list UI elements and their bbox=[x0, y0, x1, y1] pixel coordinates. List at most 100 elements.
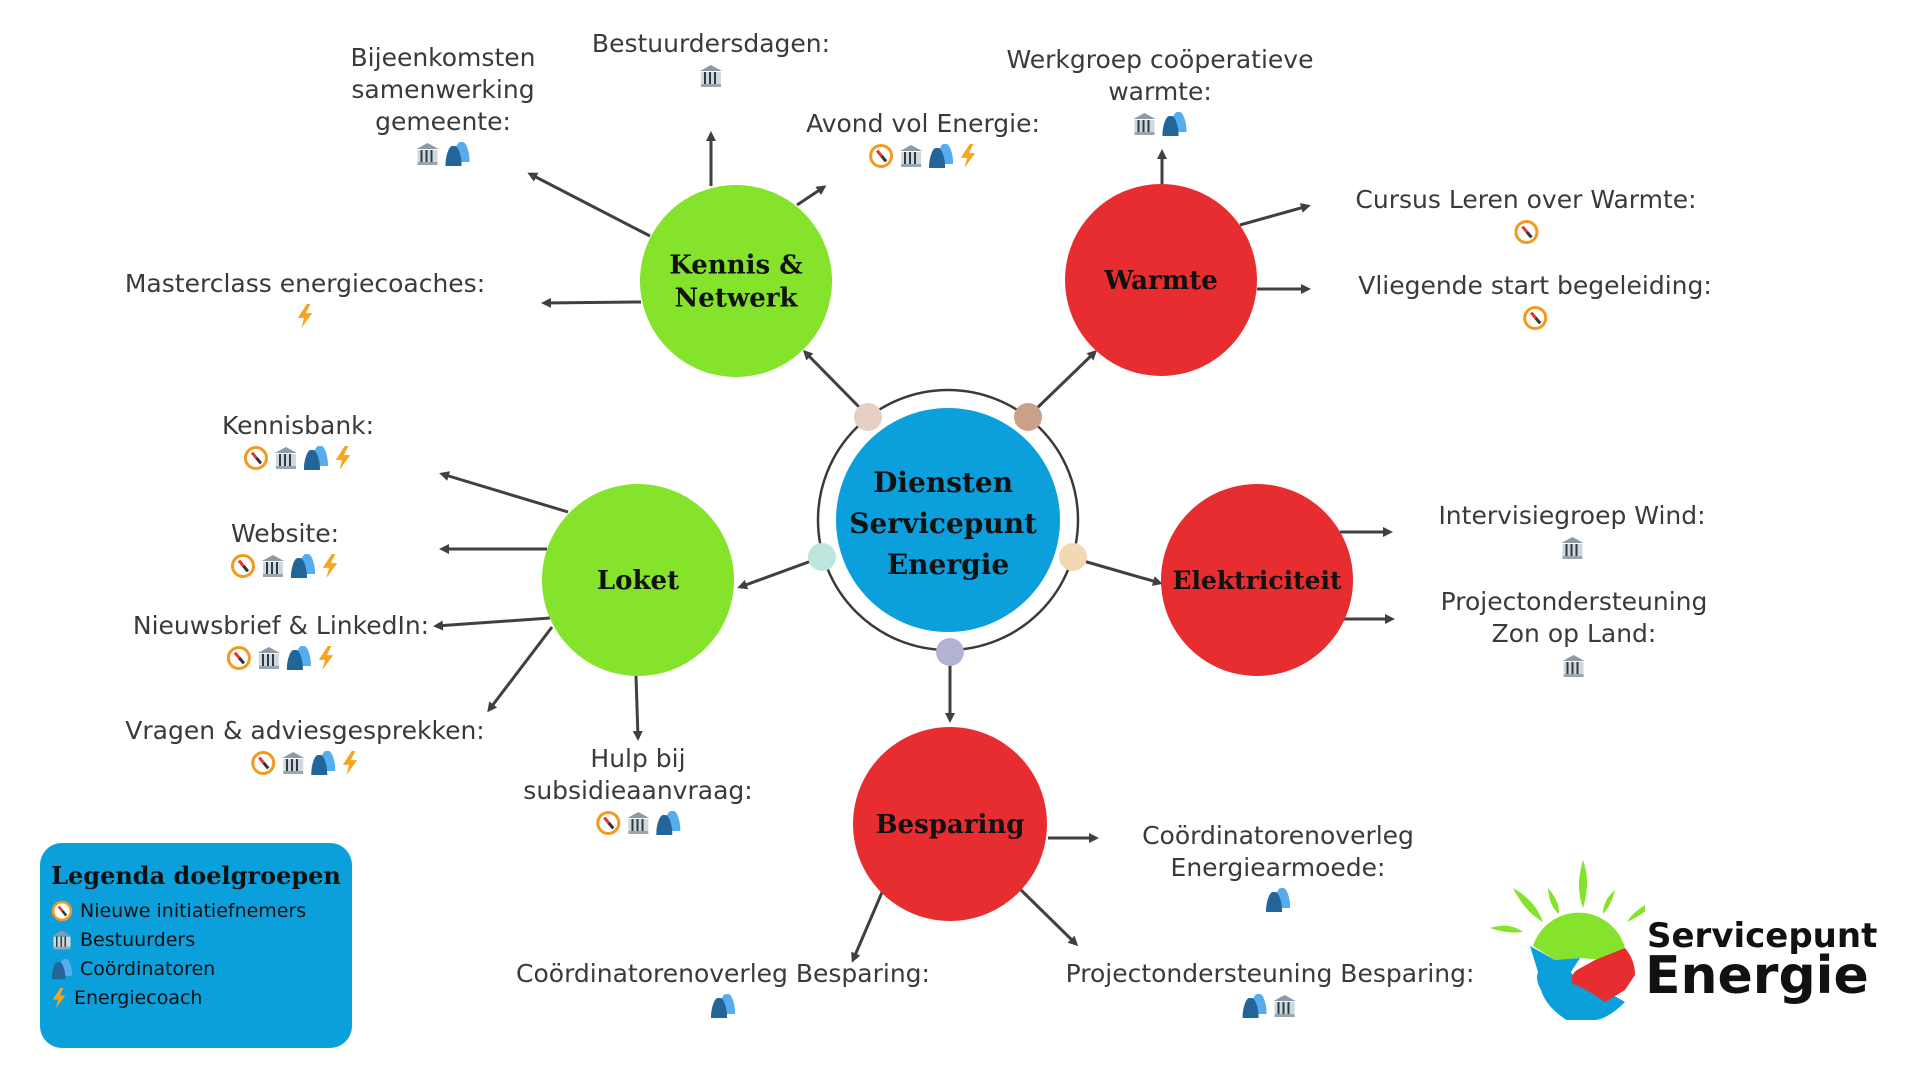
service-item[interactable]: Coördinatorenoverleg Besparing: bbox=[516, 958, 930, 1019]
legend-entry-label: Nieuwe initiatiefnemers bbox=[80, 899, 307, 922]
target-group-icons bbox=[1142, 887, 1414, 913]
logo-text-energie: Energie bbox=[1645, 946, 1869, 1006]
legend-entry-label: Energiecoach bbox=[74, 986, 203, 1009]
dot-kennis bbox=[854, 403, 882, 431]
arrow-connector bbox=[433, 616, 551, 631]
center-hub: Diensten Servicepunt Energie bbox=[816, 388, 1080, 652]
connector-lines bbox=[433, 131, 1395, 963]
center-label: Diensten Servicepunt Energie bbox=[849, 466, 1047, 581]
people-icon bbox=[1242, 994, 1267, 1018]
handshake-sun-icon bbox=[1490, 860, 1645, 1020]
node-circle-warmte[interactable] bbox=[1065, 184, 1257, 376]
legend-panel: Legenda doelgroepen Nieuwe initiatiefnem… bbox=[40, 843, 352, 1048]
service-item-title: Bestuurdersdagen: bbox=[591, 29, 831, 58]
arrow-connector bbox=[439, 471, 569, 514]
bank-icon bbox=[1273, 994, 1297, 1018]
target-group-icons bbox=[1066, 993, 1475, 1019]
dot-elektriciteit bbox=[1059, 543, 1087, 571]
node-label-line: Loket bbox=[597, 566, 679, 596]
center-circle[interactable] bbox=[836, 408, 1060, 632]
service-item-title: Coördinatorenoverleg bbox=[1142, 821, 1414, 850]
node-loket[interactable]: Loket bbox=[542, 484, 734, 676]
service-item-title: Vliegende start begeleiding: bbox=[1358, 271, 1712, 300]
dot-loket bbox=[808, 543, 836, 571]
target-group-icons bbox=[1355, 219, 1696, 245]
bolt-icon bbox=[341, 751, 359, 775]
arrow-connector bbox=[1239, 203, 1311, 227]
node-warmte[interactable]: Warmte bbox=[1065, 184, 1257, 376]
node-elektriciteit[interactable]: Elektriciteit bbox=[1161, 484, 1353, 676]
bank-icon bbox=[1133, 112, 1157, 136]
arrow-connector bbox=[1033, 349, 1098, 412]
bank-icon bbox=[899, 144, 923, 168]
bank-icon bbox=[626, 811, 650, 835]
arrow-connector bbox=[796, 185, 827, 207]
legend-entry-label: Coördinatoren bbox=[80, 957, 216, 980]
target-group-icons bbox=[231, 553, 339, 579]
bank-icon bbox=[52, 929, 72, 949]
compass-icon bbox=[231, 554, 255, 578]
bolt-icon bbox=[296, 304, 314, 328]
target-group-icons bbox=[125, 303, 485, 329]
node-label-line: Warmte bbox=[1103, 266, 1218, 296]
logo-text-servicepunt: Servicepunt bbox=[1647, 916, 1878, 956]
bolt-icon bbox=[321, 554, 339, 578]
service-item[interactable]: Hulp bij subsidieaanvraag: bbox=[523, 743, 753, 836]
node-circle-besparing[interactable] bbox=[853, 727, 1047, 921]
people-icon bbox=[928, 144, 953, 168]
people-icon bbox=[291, 554, 315, 578]
service-item-title: subsidieaanvraag: bbox=[523, 776, 753, 805]
compass-icon bbox=[227, 646, 251, 670]
target-group-icons bbox=[592, 63, 830, 89]
service-item[interactable]: Bestuurdersdagen: bbox=[592, 28, 830, 89]
people-icon bbox=[656, 811, 680, 835]
legend-entry: Energiecoach bbox=[50, 983, 342, 1012]
service-item-title: Projectondersteuning bbox=[1440, 587, 1708, 616]
service-item[interactable]: Avond vol Energie: bbox=[806, 108, 1040, 169]
service-item[interactable]: Kennisbank: bbox=[222, 410, 374, 471]
service-item[interactable]: Projectondersteuning Besparing: bbox=[1065, 958, 1475, 1019]
node-besparing[interactable]: Besparing bbox=[853, 727, 1047, 921]
service-item-title: Intervisiegroep Wind: bbox=[1438, 501, 1706, 530]
people-icon bbox=[311, 751, 335, 775]
node-label-line: Besparing bbox=[876, 810, 1025, 840]
service-item-title: gemeente: bbox=[375, 107, 511, 136]
people-icon bbox=[446, 142, 470, 166]
arrow-connector bbox=[737, 558, 815, 590]
target-group-icons bbox=[516, 993, 930, 1019]
node-kennis[interactable]: Kennis &Netwerk bbox=[640, 185, 832, 377]
node-circle-kennis[interactable] bbox=[640, 185, 832, 377]
arrow-connector bbox=[541, 297, 642, 308]
target-group-icons bbox=[351, 141, 536, 167]
service-item[interactable]: Intervisiegroep Wind: bbox=[1438, 500, 1706, 561]
target-group-icons bbox=[125, 750, 485, 776]
service-item-title: Avond vol Energie: bbox=[806, 109, 1040, 138]
service-item[interactable]: Website: bbox=[231, 518, 339, 579]
arrow-connector bbox=[851, 889, 885, 963]
people-icon bbox=[710, 994, 735, 1018]
service-item[interactable]: Cursus Leren over Warmte: bbox=[1355, 184, 1697, 245]
center-label-line-1: Diensten bbox=[873, 466, 1013, 499]
service-item[interactable]: Nieuwsbrief & LinkedIn: bbox=[133, 610, 429, 671]
node-circle-loket[interactable] bbox=[542, 484, 734, 676]
bolt-icon bbox=[317, 646, 335, 670]
service-item-title: Masterclass energiecoaches: bbox=[124, 269, 486, 298]
service-item-title: Hulp bij bbox=[590, 744, 686, 773]
target-group-icons bbox=[1438, 535, 1705, 561]
servicepunt-energie-logo: Servicepunt Energie bbox=[1485, 850, 1877, 1020]
service-item[interactable]: Vragen & adviesgesprekken: bbox=[125, 715, 485, 776]
service-item[interactable]: Vliegende start begeleiding: bbox=[1358, 270, 1712, 331]
people-icon bbox=[287, 646, 311, 670]
service-item-title: Projectondersteuning Besparing: bbox=[1065, 959, 1475, 988]
legend-entry: Coördinatoren bbox=[50, 954, 342, 983]
node-circle-elektriciteit[interactable] bbox=[1161, 484, 1353, 676]
service-item-title: Cursus Leren over Warmte: bbox=[1355, 185, 1697, 214]
target-group-icons bbox=[222, 445, 374, 471]
dot-warmte bbox=[1014, 403, 1042, 431]
service-item[interactable]: Masterclass energiecoaches: bbox=[125, 268, 485, 329]
